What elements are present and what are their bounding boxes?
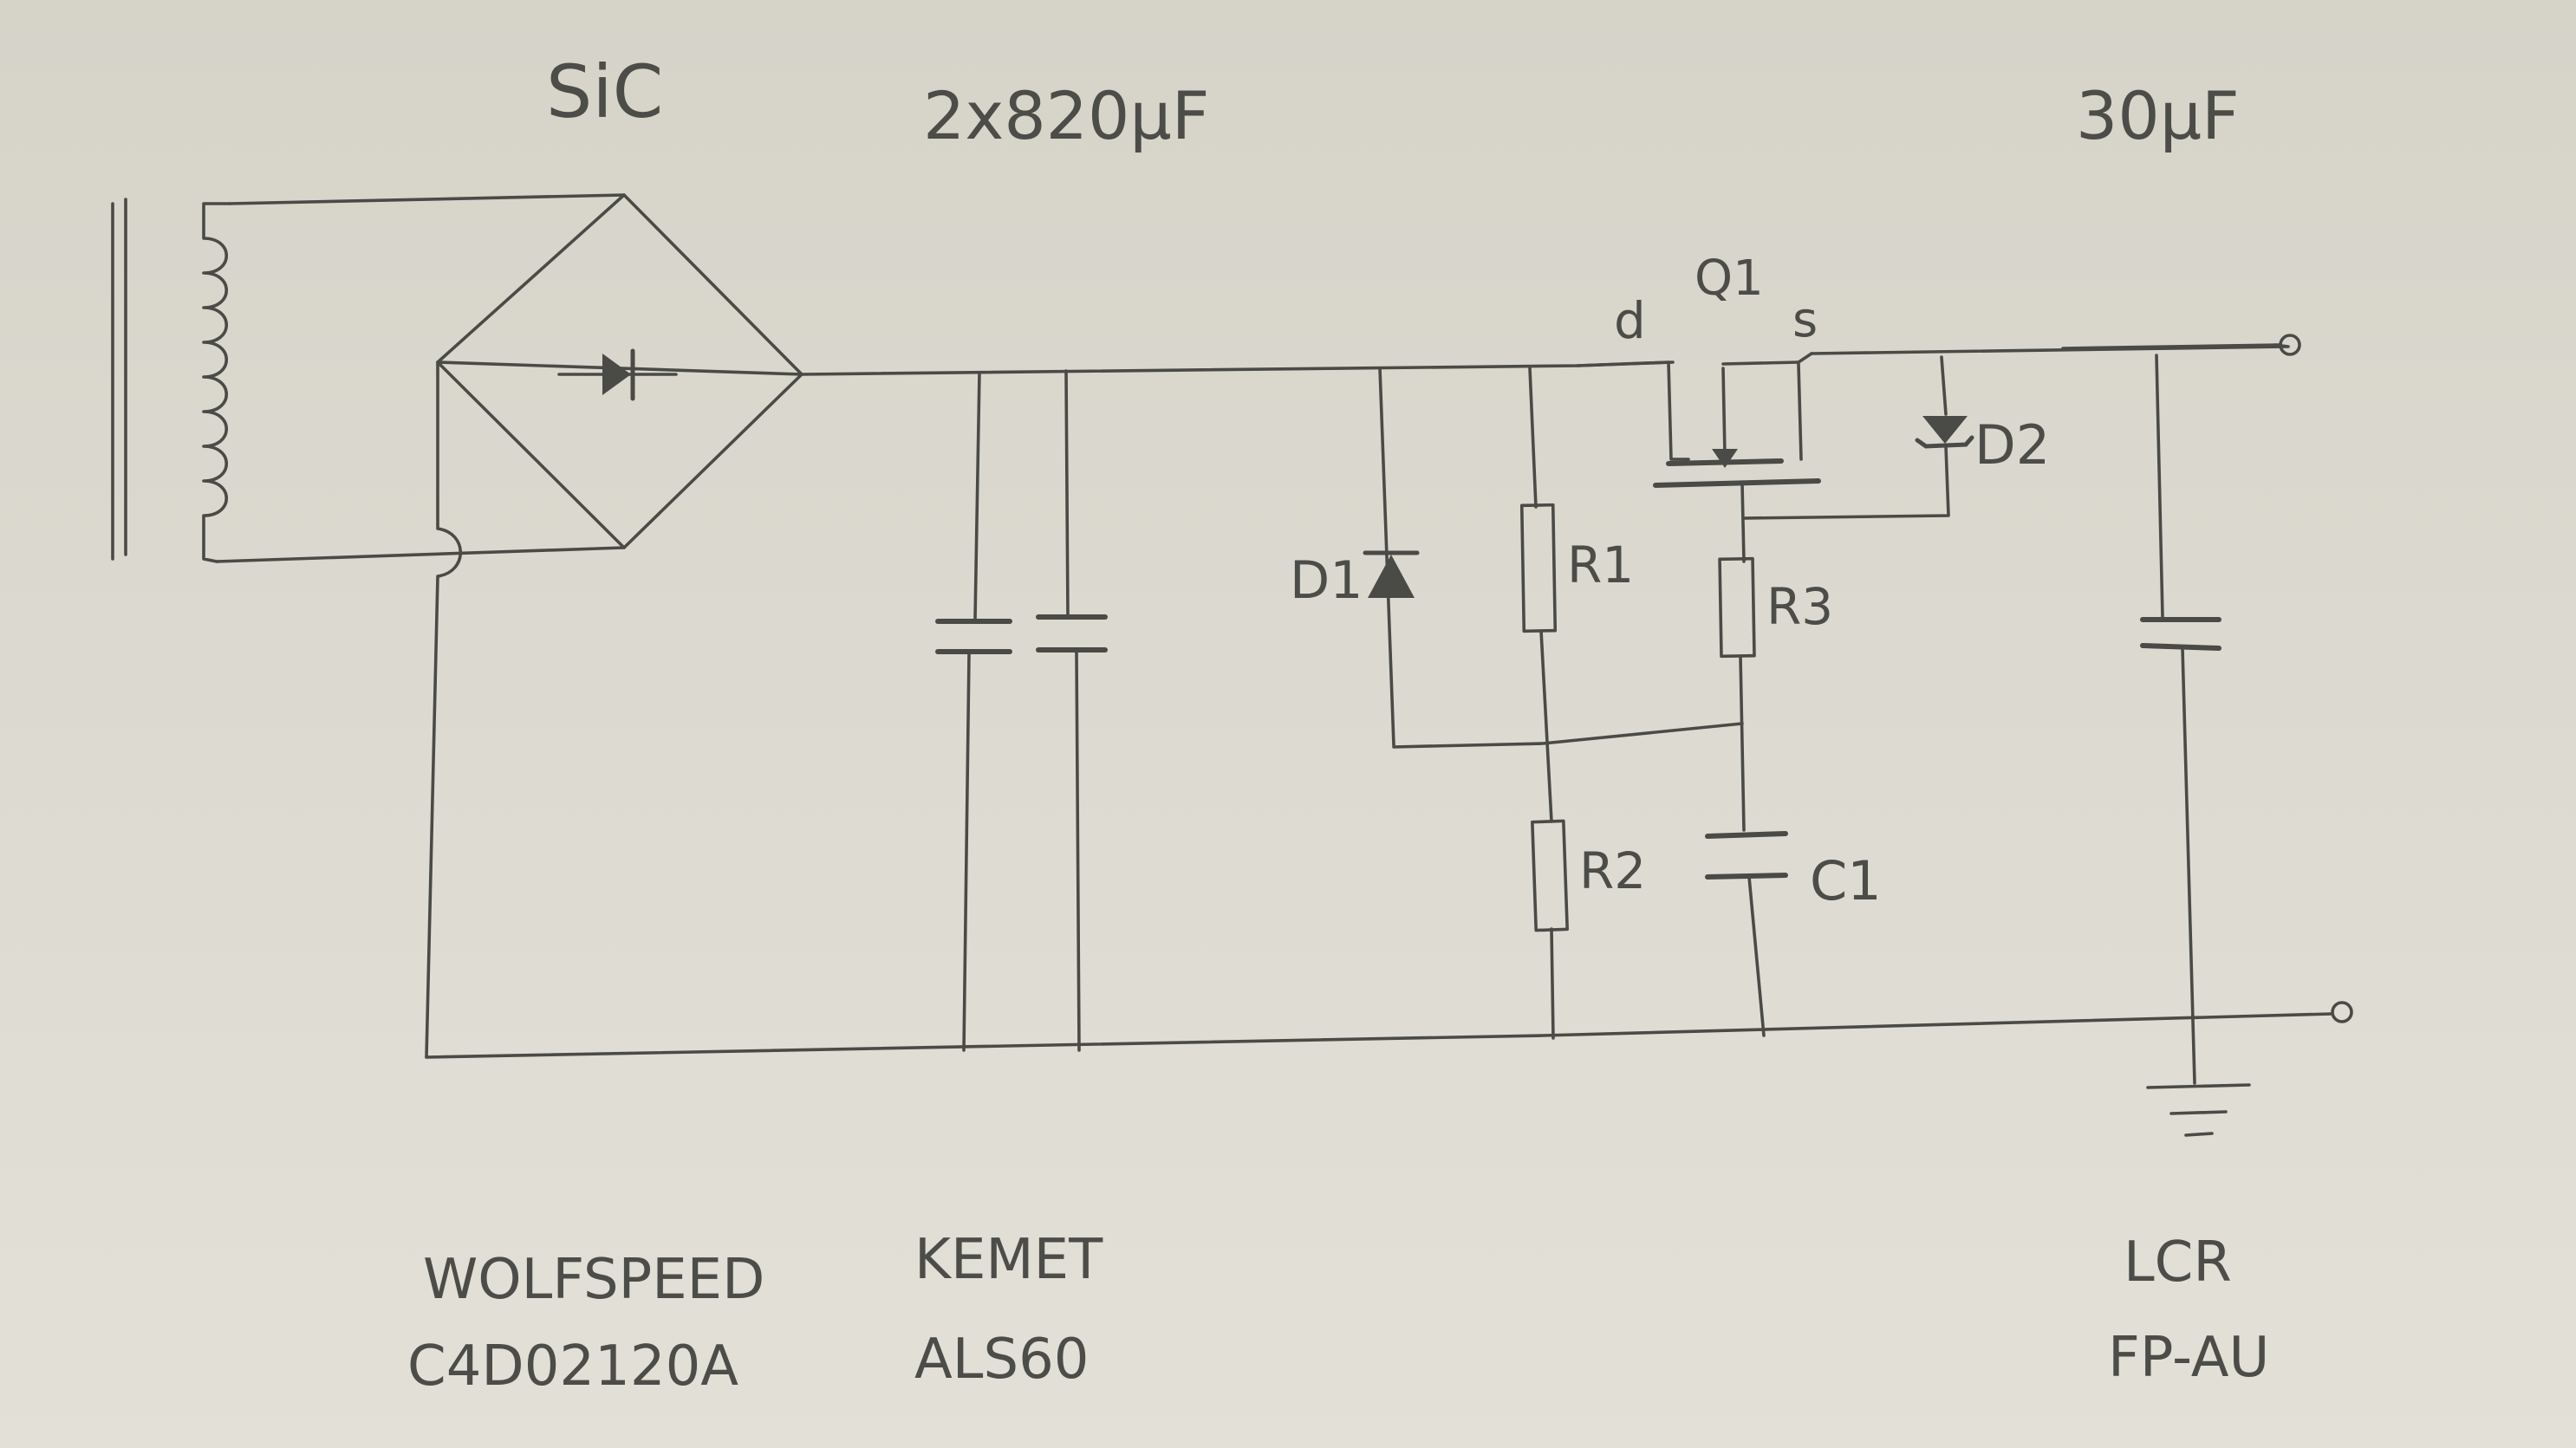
wire <box>1539 629 1553 823</box>
ground-rail <box>425 1012 2333 1059</box>
mosfet-body-arrow-icon <box>1712 449 1738 468</box>
wire <box>1739 654 1746 832</box>
capacitor-plate <box>1705 831 1788 839</box>
output-capacitor <box>2140 354 2221 1085</box>
label-out-vendor: LCR <box>2124 1230 2232 1295</box>
capacitor-c1 <box>1705 831 1788 1037</box>
wire <box>1721 360 1800 366</box>
label-drain: d <box>1614 291 1646 350</box>
capacitor-plate <box>2140 643 2221 651</box>
wire <box>1528 367 1538 509</box>
wire <box>215 546 626 563</box>
diode-d2-icon <box>1922 416 1968 444</box>
mosfet-source-lead <box>1797 362 1803 461</box>
label-r1: R1 <box>1567 536 1634 594</box>
wire <box>962 653 971 1052</box>
ground-line <box>2169 1110 2228 1115</box>
bulk-capacitor-2 <box>1036 369 1108 1052</box>
label-source: s <box>1792 292 1818 348</box>
output-terminal-positive <box>2279 334 2301 356</box>
diode-d1 <box>1363 367 1744 749</box>
mosfet-gate-bar <box>1653 478 1821 488</box>
mosfet-drain-lead <box>1576 360 1690 461</box>
wire-crossover <box>425 360 462 1059</box>
capacitor-plate <box>1705 873 1788 880</box>
ground-line <box>2146 1083 2251 1089</box>
mosfet-q1 <box>1576 352 1821 563</box>
bridge-diode-icon <box>602 354 631 395</box>
resistor-r2 <box>1531 819 1569 1040</box>
label-bridge-part: C4D02120A <box>407 1334 738 1399</box>
wire <box>1742 445 1950 520</box>
label-r2: R2 <box>1579 841 1646 900</box>
label-cap-vendor: KEMET <box>914 1228 1103 1292</box>
wire <box>1550 927 1555 1040</box>
resistor-r2-body <box>1531 819 1569 932</box>
label-bulk-caps: 2x820μF <box>923 77 1209 154</box>
label-bridge-vendor: WOLFSPEED <box>423 1248 764 1312</box>
label-bridge-tech: SiC <box>546 49 663 134</box>
wire <box>973 371 981 621</box>
resistor-r3-body <box>1718 556 1756 659</box>
wire <box>1747 875 1766 1037</box>
wire <box>2155 354 2164 619</box>
wire <box>2061 343 2281 350</box>
label-cap-part: ALS60 <box>914 1328 1090 1392</box>
bridge-rectifier <box>215 193 803 1059</box>
ground-line <box>2184 1132 2214 1137</box>
wire <box>2181 646 2196 1085</box>
label-q1: Q1 <box>1695 250 1764 307</box>
resistor-r3 <box>1718 556 1756 832</box>
bulk-capacitor-1 <box>935 371 1012 1052</box>
transformer-winding <box>202 202 231 563</box>
wire <box>1392 722 1744 749</box>
diode-d1-icon <box>1368 555 1415 598</box>
ground-icon <box>2146 1083 2251 1137</box>
label-d2: D2 <box>1974 413 2050 477</box>
wire <box>1940 355 1948 416</box>
output-terminal-negative <box>2331 1001 2353 1023</box>
wire <box>1075 650 1081 1052</box>
mosfet-gate-lead <box>1740 482 1746 563</box>
label-c1: C1 <box>1810 849 1882 912</box>
diode-d2 <box>1742 355 1974 520</box>
positive-rail <box>800 360 1675 376</box>
wire <box>1797 352 1813 364</box>
label-d1: D1 <box>1290 550 1363 611</box>
label-out-cap: 30μF <box>2076 77 2240 154</box>
resistor-r1 <box>1519 367 1558 823</box>
label-out-part: FP-AU <box>2108 1326 2269 1390</box>
wire <box>1064 369 1070 619</box>
resistor-r1-body <box>1519 503 1558 633</box>
wire <box>228 193 626 205</box>
transformer <box>111 198 231 563</box>
wire <box>1378 367 1395 747</box>
label-r3: R3 <box>1766 577 1833 636</box>
mosfet-channel <box>1721 367 1727 457</box>
mosfet-channel-bar <box>1666 458 1784 466</box>
